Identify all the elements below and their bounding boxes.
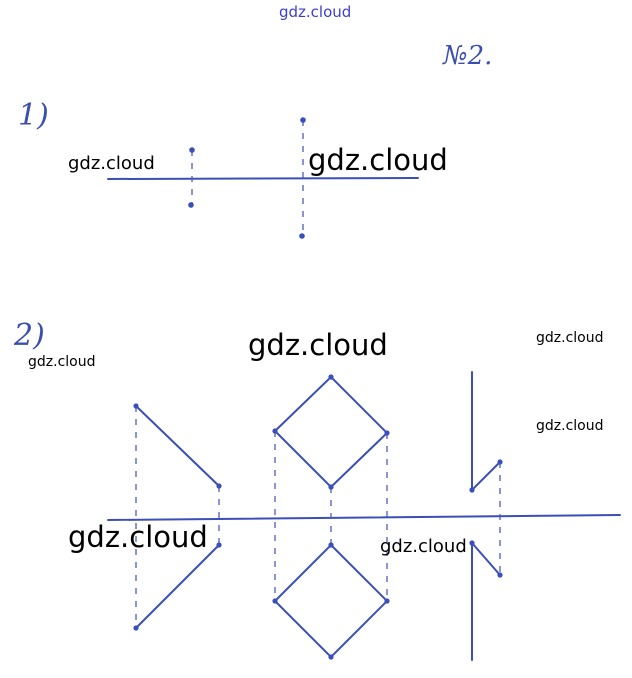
segment-reflected: [135, 544, 220, 629]
square: [273, 375, 389, 489]
point: [300, 117, 306, 123]
part1-label: 1): [18, 98, 49, 133]
watermark: gdz.cloud: [28, 354, 96, 370]
part1-figure: [107, 117, 419, 239]
watermark-top: gdz.cloud: [279, 3, 352, 21]
angle-shape-reflected: [471, 540, 501, 661]
watermark: gdz.cloud: [68, 520, 208, 554]
point: [188, 202, 194, 208]
watermark: gdz.cloud: [536, 418, 604, 434]
point: [299, 233, 305, 239]
segment: [135, 405, 220, 487]
axis-line: [107, 177, 419, 180]
watermark: gdz.cloud: [308, 143, 448, 177]
part2-figure: [107, 371, 621, 661]
point: [189, 147, 195, 153]
angle-shape: [471, 371, 501, 493]
watermark: gdz.cloud: [536, 330, 604, 346]
vertices: [133, 374, 503, 660]
square-reflected: [273, 543, 389, 659]
problem-number: №2.: [442, 41, 492, 71]
axis-line: [107, 514, 621, 521]
part2-label: 2): [13, 318, 45, 353]
watermark: gdz.cloud: [380, 536, 467, 557]
watermark: gdz.cloud: [68, 153, 155, 174]
watermark: gdz.cloud: [248, 328, 388, 362]
